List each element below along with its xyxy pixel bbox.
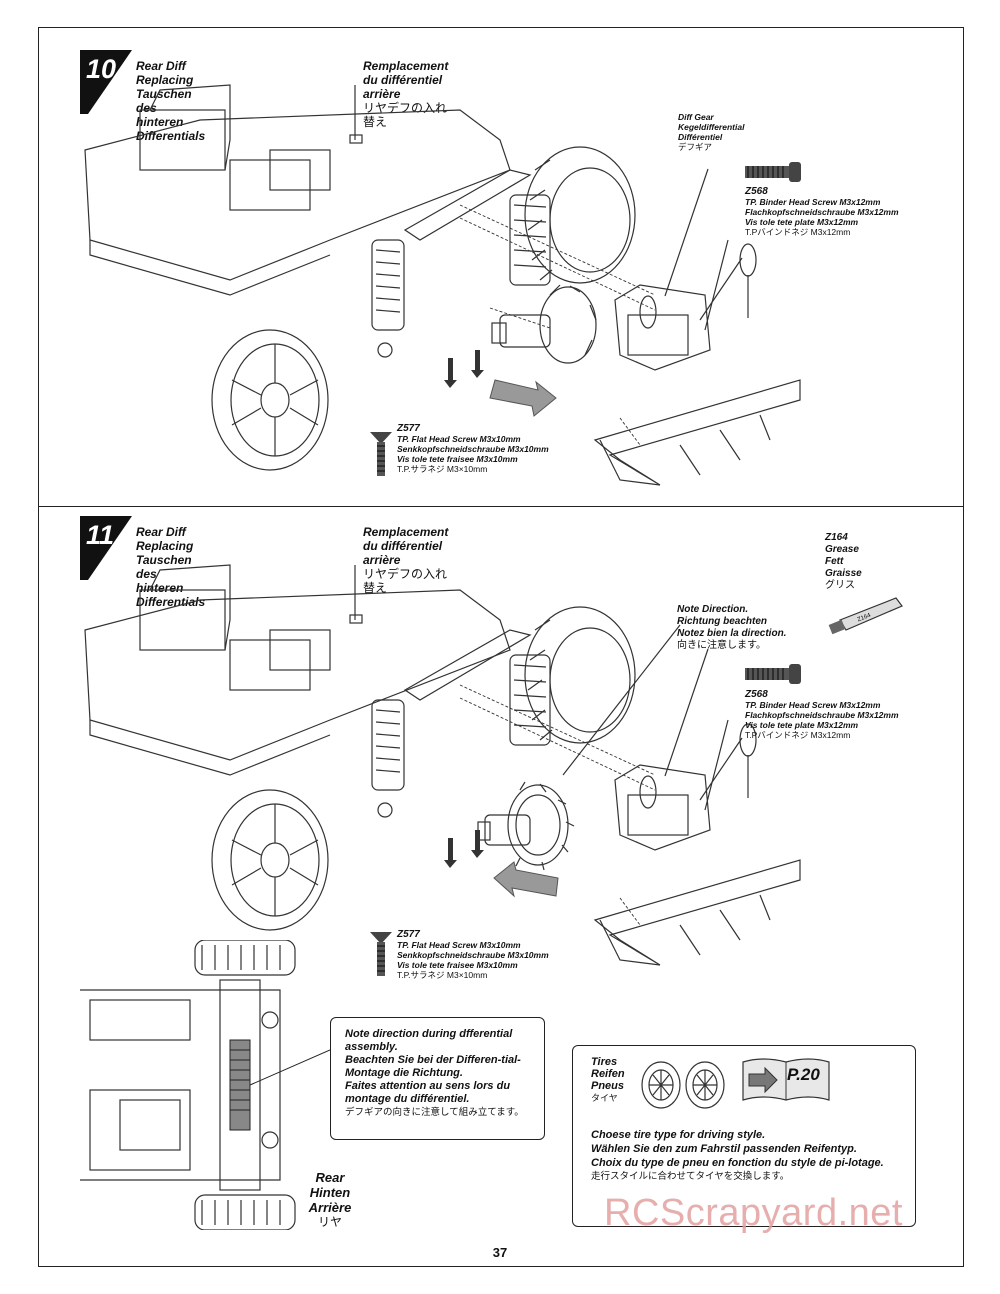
screw-en: TP. Flat Head Screw M3x10mm bbox=[397, 940, 521, 950]
screw-de: Flachkopfschneidschraube M3x12mm bbox=[745, 710, 899, 720]
step-title-right: Remplacement du différentiel arrière リヤデ… bbox=[363, 59, 448, 129]
title-fr: Remplacement du différentiel arrière bbox=[363, 525, 449, 567]
tire-text-en: Choese tire type for driving style. bbox=[591, 1129, 766, 1141]
chassis-illustration bbox=[84, 84, 801, 486]
tire-labels: Tires Reifen Pneus タイヤ bbox=[591, 1056, 625, 1104]
screw-de: Flachkopfschneidschraube M3x12mm bbox=[745, 207, 899, 217]
screw-jp: T.Pバインドネジ M3x12mm bbox=[745, 730, 851, 740]
rear-en: Rear bbox=[315, 1170, 345, 1185]
part-code: Z568 bbox=[745, 689, 768, 700]
rear-jp: リヤ bbox=[317, 1215, 342, 1229]
diff-gear-de: Kegeldifferential bbox=[678, 122, 745, 132]
part-code: Z164 bbox=[825, 532, 848, 543]
screw-z577-label: Z577 TP. Flat Head Screw M3x10mm Senkkop… bbox=[397, 423, 549, 475]
step-divider bbox=[38, 506, 964, 507]
note-direction-label: Note Direction. Richtung beachten Notez … bbox=[677, 604, 786, 652]
rear-label: Rear Hinten Arrière リヤ bbox=[300, 1170, 360, 1230]
screw-de: Senkkopfschneidschraube M3x10mm bbox=[397, 950, 549, 960]
diff-direction-callout: Note direction during dfferential assemb… bbox=[330, 1017, 545, 1140]
tire-en: Tires bbox=[591, 1056, 618, 1068]
page-reference-book-icon bbox=[742, 1058, 830, 1101]
diff-gear-jp: デフギア bbox=[678, 142, 713, 152]
tire-text: Choese tire type for driving style. Wähl… bbox=[591, 1128, 911, 1184]
tire-text-jp: 走行スタイルに合わせてタイヤを交換します。 bbox=[591, 1171, 790, 1182]
rear-top-view-illustration bbox=[80, 940, 330, 1230]
step-title-right: Remplacement du différentiel arrière リヤデ… bbox=[363, 525, 448, 595]
grease-tube-icon: Z164 bbox=[828, 597, 903, 635]
step-badge bbox=[80, 50, 132, 114]
screw-fr: Vis tole tete plate M3x12mm bbox=[745, 720, 859, 730]
grease-fr: Graisse bbox=[825, 568, 862, 579]
tire-info-box: Tires Reifen Pneus タイヤ P.20 Choese tire … bbox=[572, 1045, 916, 1227]
screw-de: Senkkopfschneidschraube M3x10mm bbox=[397, 444, 549, 454]
note-fr: Notez bien la direction. bbox=[677, 628, 787, 639]
part-code: Z568 bbox=[745, 186, 768, 197]
page-number: 37 bbox=[492, 1245, 508, 1260]
page-reference: P.20 bbox=[787, 1065, 820, 1084]
rear-de: Hinten bbox=[309, 1185, 351, 1200]
screw-jp: T.P.サラネジ M3×10mm bbox=[397, 464, 488, 474]
screw-fr: Vis tole tete plate M3x12mm bbox=[745, 217, 859, 227]
step-title-left: Rear Diff Replacing Tauschen des hintere… bbox=[136, 525, 205, 609]
screw-z568-label: Z568 TP. Binder Head Screw M3x12mm Flach… bbox=[745, 186, 899, 238]
screw-en: TP. Binder Head Screw M3x12mm bbox=[745, 197, 881, 207]
watermark: RCScrapyard.net bbox=[604, 1192, 903, 1234]
screw-fr: Vis tole tete fraisee M3x10mm bbox=[397, 960, 518, 970]
step-number: 10 bbox=[86, 54, 117, 84]
tire-fr: Pneus bbox=[591, 1080, 625, 1092]
tire-wheel-icon bbox=[641, 1061, 725, 1109]
grease-en: Grease bbox=[825, 544, 859, 555]
callout-de: Beachten Sie bei der Differen-tial-Monta… bbox=[345, 1054, 521, 1079]
callout-jp: デフギアの向きに注意して組み立てます。 bbox=[345, 1107, 524, 1118]
tire-de: Reifen bbox=[591, 1068, 625, 1080]
screw-z568-icon bbox=[745, 162, 801, 182]
screw-z577-icon bbox=[370, 932, 392, 976]
step-number: 11 bbox=[86, 520, 115, 550]
diff-gear-en: Diff Gear bbox=[678, 112, 714, 122]
title-de: Tauschen des hinteren Differentials bbox=[136, 553, 206, 609]
callout-fr: Faites attention au sens lors du montage… bbox=[345, 1080, 511, 1105]
tire-jp: タイヤ bbox=[591, 1093, 618, 1103]
title-en: Rear Diff Replacing bbox=[136, 525, 194, 553]
note-jp: 向きに注意します。 bbox=[677, 640, 766, 651]
tire-text-fr: Choix du type de pneu en fonction du sty… bbox=[591, 1157, 884, 1169]
diff-gear-label: Diff Gear Kegeldifferential Différentiel… bbox=[678, 112, 744, 152]
step-badge bbox=[80, 516, 132, 580]
rear-fr: Arrière bbox=[308, 1200, 352, 1215]
note-de: Richtung beachten bbox=[677, 616, 768, 627]
screw-z577-label: Z577 TP. Flat Head Screw M3x10mm Senkkop… bbox=[397, 929, 549, 981]
screw-jp: T.P.サラネジ M3×10mm bbox=[397, 970, 488, 980]
screw-z568-label: Z568 TP. Binder Head Screw M3x12mm Flach… bbox=[745, 689, 899, 741]
title-jp: リヤデフの入れ替え bbox=[363, 567, 448, 595]
screw-fr: Vis tole tete fraisee M3x10mm bbox=[397, 454, 518, 464]
chassis-illustration bbox=[84, 564, 801, 966]
step-title-left: Rear Diff Replacing Tauschen des hintere… bbox=[136, 59, 205, 143]
tire-text-de: Wählen Sie den zum Fahrstil passenden Re… bbox=[591, 1143, 857, 1155]
part-code: Z577 bbox=[397, 929, 420, 940]
screw-z577-icon bbox=[370, 432, 392, 476]
screw-en: TP. Flat Head Screw M3x10mm bbox=[397, 434, 521, 444]
callout-en: Note direction during dfferential assemb… bbox=[345, 1028, 513, 1053]
title-fr: Remplacement du différentiel arrière bbox=[363, 59, 449, 101]
screw-en: TP. Binder Head Screw M3x12mm bbox=[745, 700, 881, 710]
note-en: Note Direction. bbox=[677, 604, 749, 615]
page-frame bbox=[38, 27, 964, 1267]
grease-de: Fett bbox=[825, 556, 844, 567]
title-en: Rear Diff Replacing bbox=[136, 59, 194, 87]
grease-tube-label: Z164 bbox=[857, 612, 873, 623]
screw-jp: T.Pバインドネジ M3x12mm bbox=[745, 227, 851, 237]
title-de: Tauschen des hinteren Differentials bbox=[136, 87, 206, 143]
screw-z568-icon bbox=[745, 664, 801, 684]
diff-gear-fr: Différentiel bbox=[678, 132, 723, 142]
grease-label: Z164 Grease Fett Graisse グリス bbox=[825, 532, 862, 592]
grease-jp: グリス bbox=[825, 580, 855, 591]
part-code: Z577 bbox=[397, 423, 420, 434]
